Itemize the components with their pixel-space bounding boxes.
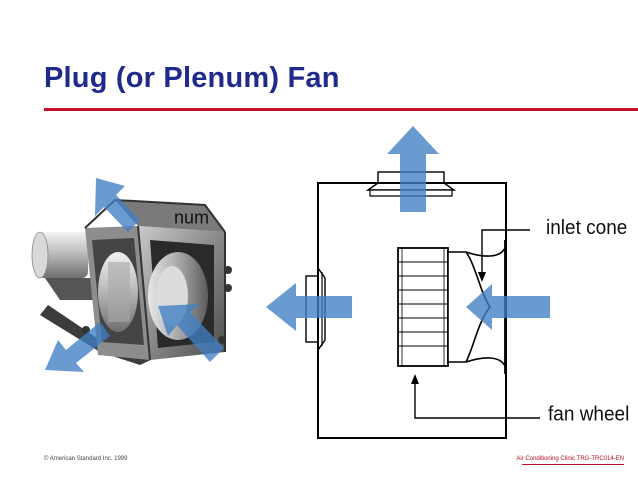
footer-underline: [522, 464, 624, 465]
title-divider: [44, 108, 638, 111]
fan-wheel-label: fan wheel: [548, 403, 630, 426]
copyright-footer: © American Standard Inc. 1999: [44, 456, 128, 462]
inlet-cone-label: inlet cone: [546, 217, 628, 240]
page-title: Plug (or Plenum) Fan: [44, 62, 340, 94]
partial-plenum-label: num: [174, 206, 210, 228]
fan-wheel: [397, 247, 449, 367]
course-footer: Air Conditioning Clinic TRG-TRC014-EN: [516, 456, 624, 462]
airflow-arrow-icon: [45, 178, 224, 372]
airflow-arrow-icon: [266, 126, 550, 331]
